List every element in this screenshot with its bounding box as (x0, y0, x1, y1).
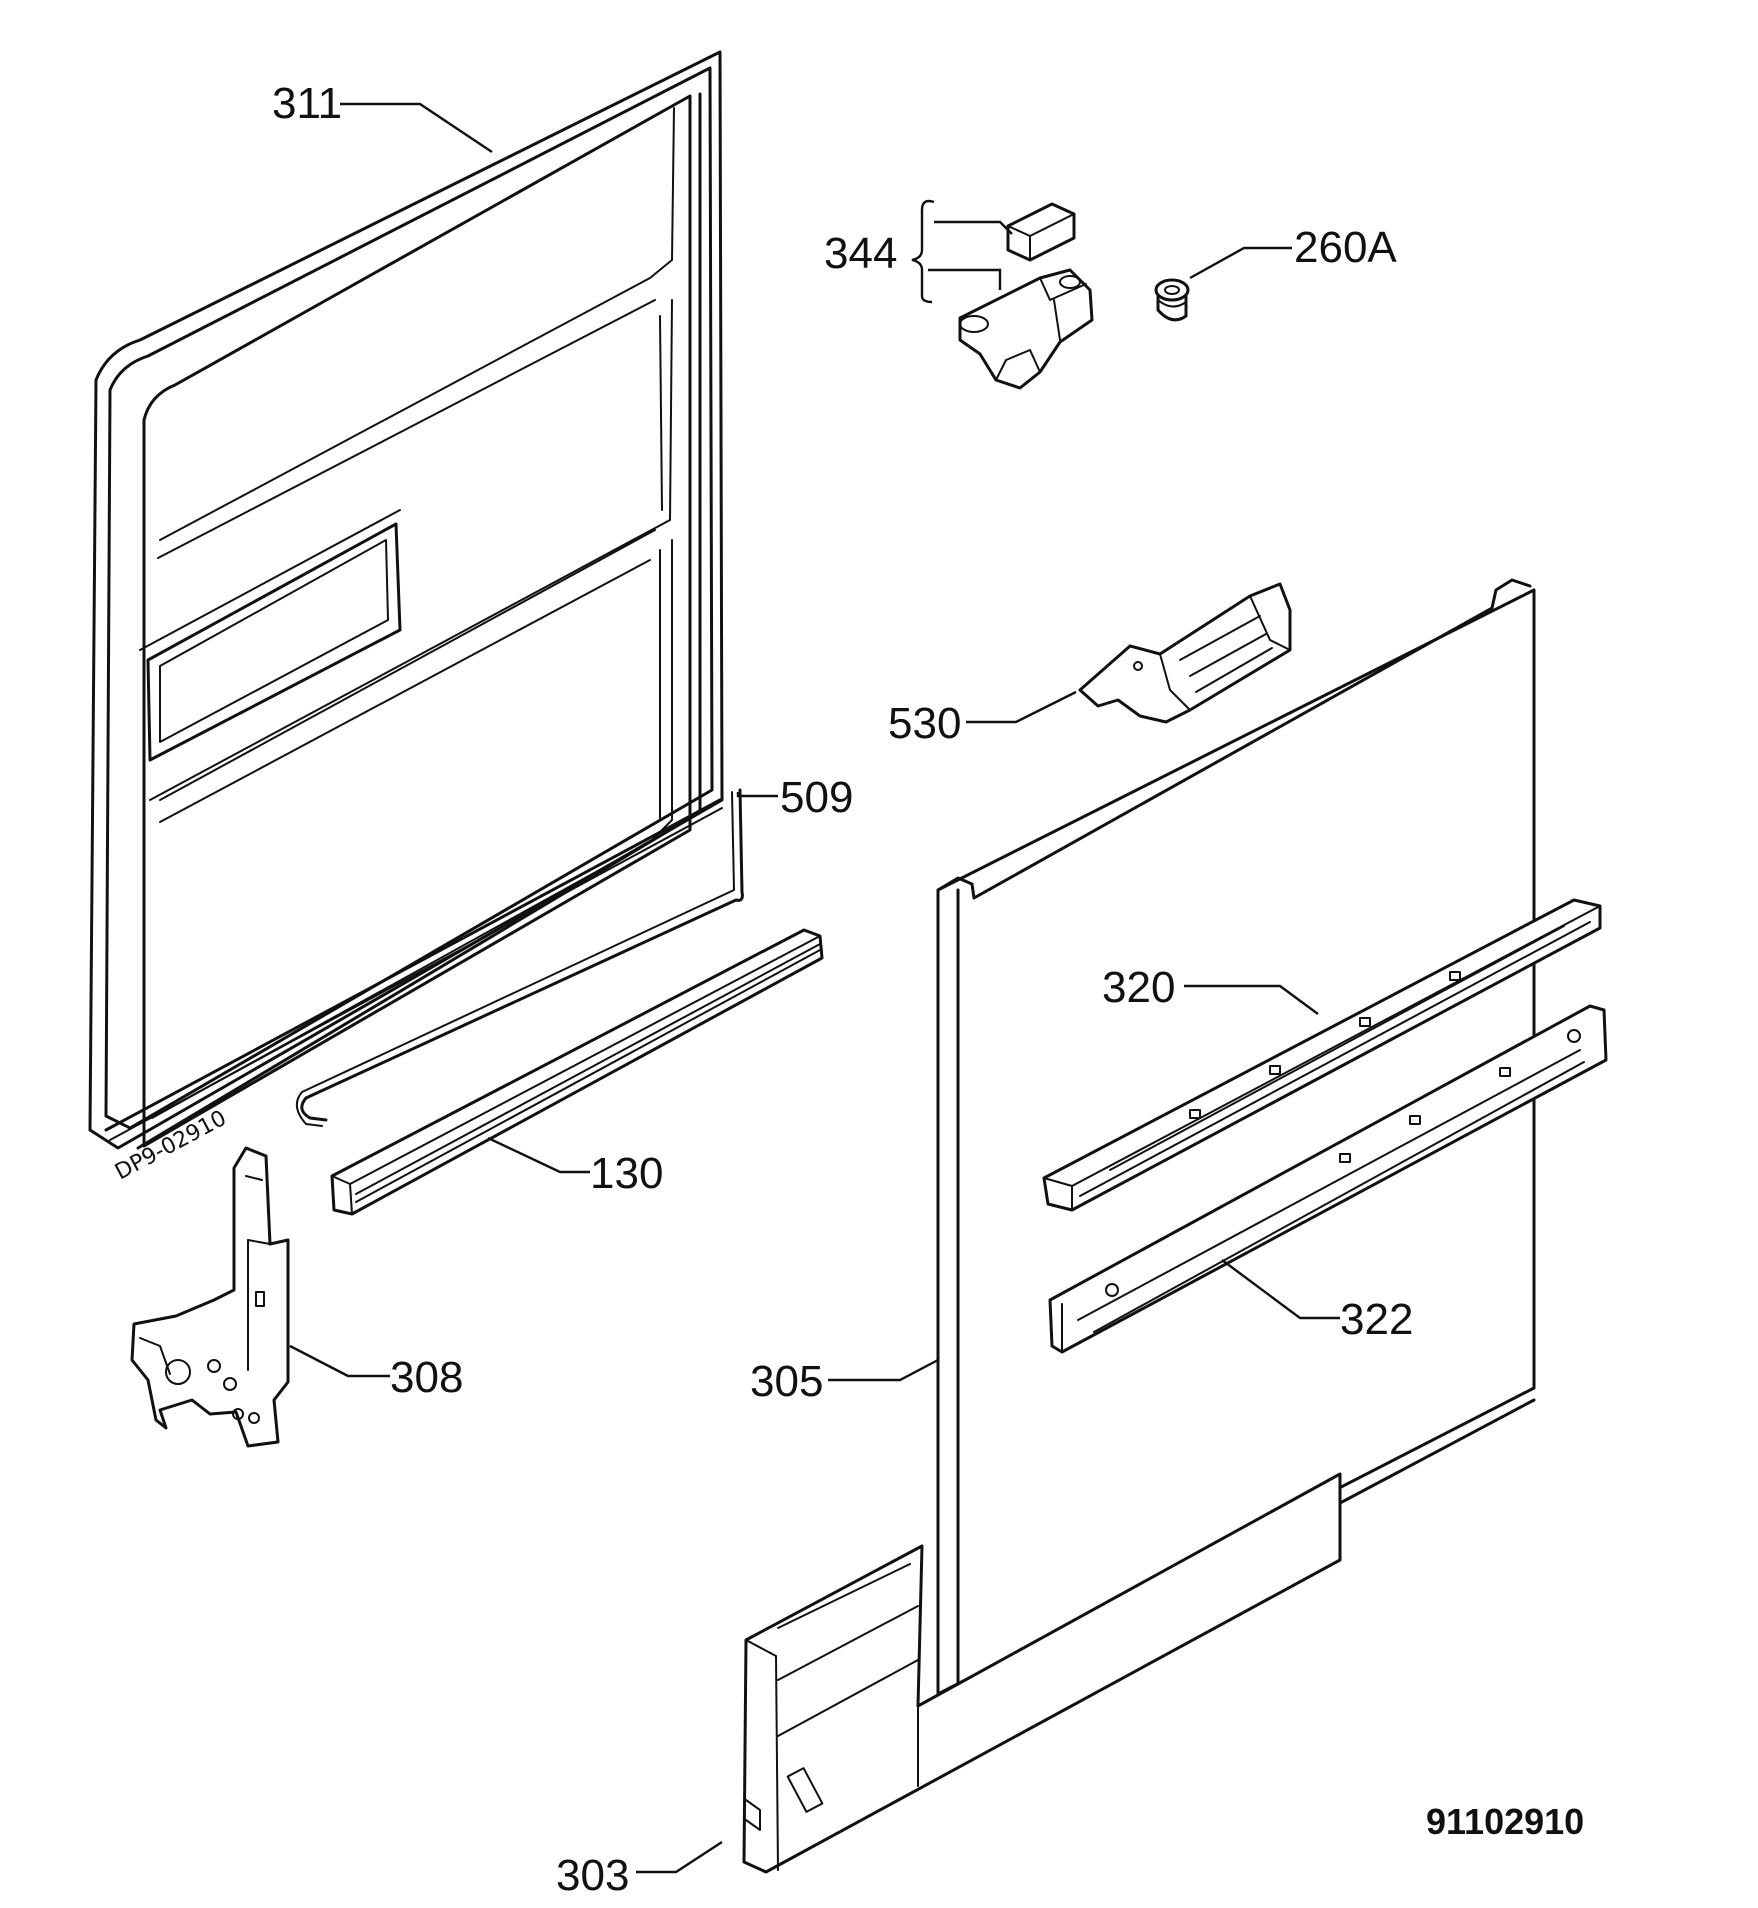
label-303: 303 (556, 1851, 629, 1900)
leader-303 (636, 1840, 723, 1874)
inner-door-panel-311 (88, 50, 724, 1150)
leader-509 (736, 792, 778, 798)
leader-320 (1184, 984, 1319, 1015)
leader-311 (340, 102, 493, 153)
label-320: 320 (1102, 963, 1175, 1012)
kick-plate-303 (742, 1472, 1342, 1874)
label-509: 509 (780, 773, 853, 822)
label-530: 530 (888, 699, 961, 748)
label-311: 311 (272, 79, 342, 128)
upper-rail-320 (1042, 898, 1602, 1212)
label-305: 305 (750, 1357, 823, 1406)
lower-rail-322 (1048, 1004, 1608, 1354)
hinge-308 (130, 1146, 290, 1448)
leader-322 (1221, 1259, 1340, 1320)
seal-strip-130 (330, 928, 824, 1216)
label-322: 322 (1340, 1295, 1413, 1344)
leader-308 (289, 1344, 390, 1378)
leader-530 (966, 690, 1077, 724)
leader-305 (828, 1358, 939, 1382)
handle-530 (1078, 582, 1292, 724)
label-308: 308 (390, 1353, 463, 1402)
bushing-260a (1154, 278, 1190, 322)
leader-344-lower (928, 268, 1002, 290)
label-260a: 260A (1294, 223, 1397, 272)
label-130: 130 (590, 1149, 663, 1198)
bracket-344 (911, 199, 935, 304)
wire-rod-509 (295, 788, 744, 1127)
latch-assembly-344 (958, 202, 1094, 390)
drawing-code: 91102910 (1426, 1801, 1584, 1842)
leader-260a (1189, 246, 1292, 280)
label-344: 344 (824, 229, 897, 278)
leader-344-upper (934, 220, 1013, 235)
leader-130 (487, 1136, 590, 1174)
